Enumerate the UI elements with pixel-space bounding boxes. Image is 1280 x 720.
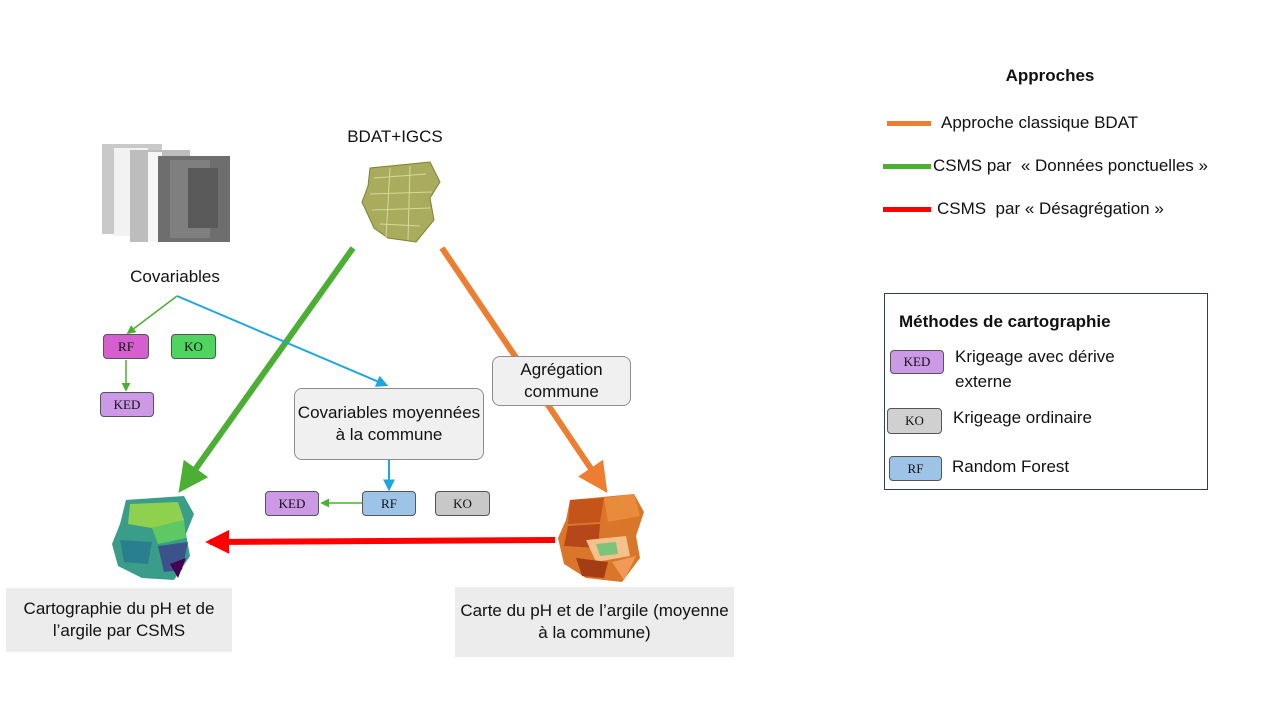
legend-rf-label: Random Forest (952, 457, 1070, 476)
legend-donnees-ponctuelles: CSMS par « Données ponctuelles » (933, 156, 1208, 175)
arrow-desagregation (205, 529, 556, 554)
bdat-points-map (361, 161, 441, 243)
legend-tag-ko: KO (887, 408, 942, 434)
legend-ko-label: Krigeage ordinaire (953, 408, 1092, 427)
covariables-mean-box: Covariables moyennées à la commune (294, 388, 484, 460)
legend-desagregation: CSMS par « Désagrégation » (937, 199, 1164, 218)
bdat-igcs-label: BDAT+IGCS (347, 127, 443, 146)
csms-map (112, 496, 194, 580)
arrow-covariables-to-mean (176, 295, 389, 387)
covariables-raster-stack (102, 144, 230, 242)
commune-map (558, 494, 644, 582)
arrow-covariables-to-rf (126, 295, 178, 335)
tag-rf-commune: RF (362, 491, 416, 516)
legend-line-red (883, 207, 931, 212)
legend-methodes: Méthodes de cartographie KED Krigeage av… (884, 293, 1208, 490)
legend-tag-rf: RF (889, 456, 942, 481)
carte-commune-box: Carte du pH et de l’argile (moyenne à la… (455, 587, 734, 657)
legend-approches-title: Approches (1005, 66, 1095, 85)
arrow-donnees-ponctuelles (178, 246, 356, 493)
legend-line-green (883, 164, 931, 169)
legend-approche-classique: Approche classique BDAT (941, 113, 1139, 132)
tag-ko: KO (171, 334, 216, 359)
legend-line-orange (887, 121, 931, 126)
tag-ko-commune: KO (435, 491, 490, 516)
tag-ked: KED (100, 392, 154, 417)
tag-ked-commune: KED (265, 491, 319, 516)
legend-ked-label: Krigeage avec dérive externe (955, 347, 1115, 391)
covariables-label: Covariables (130, 267, 220, 286)
legend-tag-ked: KED (890, 350, 944, 374)
tag-rf: RF (103, 334, 149, 359)
aggregation-box: Agrégation commune (492, 356, 631, 406)
carto-csms-box: Cartographie du pH et de l’argile par CS… (6, 588, 232, 652)
legend-approches: Approche classique BDAT CSMS par « Donné… (883, 110, 1277, 240)
legend-methodes-title: Méthodes de cartographie (899, 312, 1111, 331)
